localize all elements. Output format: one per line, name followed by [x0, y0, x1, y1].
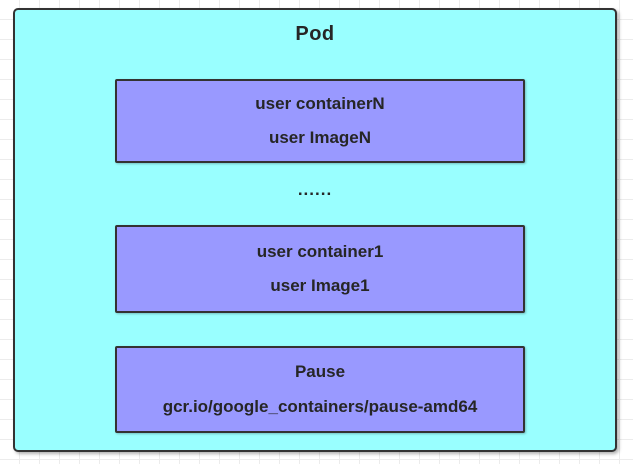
- container-name-label: Pause: [294, 362, 346, 382]
- container-box-user-n[interactable]: user containerN user ImageN: [115, 79, 525, 163]
- container-image-label: gcr.io/google_containers/pause-amd64: [162, 396, 478, 416]
- container-name-label: user container1: [256, 241, 384, 261]
- container-box-user-1[interactable]: user container1 user Image1: [115, 225, 525, 313]
- container-box-pause[interactable]: Pause gcr.io/google_containers/pause-amd…: [115, 346, 525, 433]
- container-name-label: user containerN: [255, 94, 385, 114]
- pod-box[interactable]: Pod user containerN user ImageN ...... u…: [13, 8, 617, 452]
- pod-title: Pod: [295, 23, 335, 45]
- container-image-label: user Image1: [270, 276, 370, 296]
- container-image-label: user ImageN: [268, 127, 372, 147]
- ellipsis-text: ......: [297, 180, 333, 199]
